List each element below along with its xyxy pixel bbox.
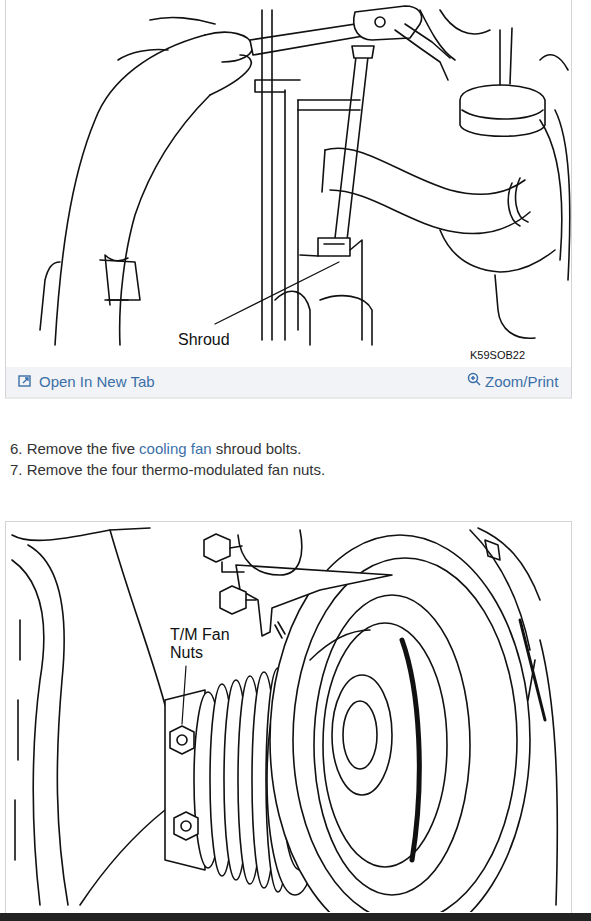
fan-illustration [12,528,557,912]
part-label: T/M Fan Nuts [170,626,250,663]
zoom-icon [469,374,481,386]
figure-toolbar [6,367,571,397]
step-text: 6. Remove the five [10,440,135,457]
part-label: Shroud [178,331,230,349]
figure-code: K59SOB22 [470,349,525,362]
step-text: 7. Remove the four thermo-modulated fan … [10,461,325,478]
wrench-illustration [40,6,570,345]
zoom-print-link: Zoom/Print [485,373,558,390]
open-tab-link: Open In New Tab [39,373,155,390]
figure-frame [6,0,572,398]
open-tab-icon [19,376,30,386]
step-text: shroud bolts. [216,440,302,457]
page-bottom-bar [0,913,591,921]
step-link: cooling fan [139,440,212,457]
